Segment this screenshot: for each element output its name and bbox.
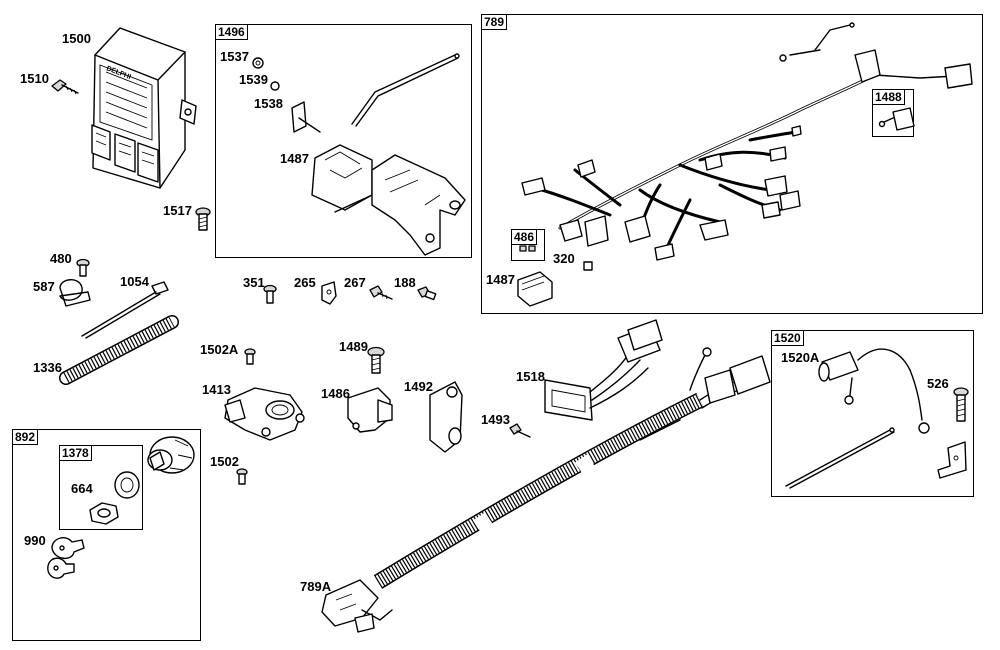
group-box-1520: 1520	[771, 330, 974, 497]
callout-1518: 1518	[516, 369, 545, 384]
callout-789A: 789A	[300, 579, 332, 594]
callout-1336: 1336	[33, 360, 62, 375]
callout-1537: 1537	[220, 49, 249, 64]
screw-188	[417, 286, 437, 301]
callout-1487-connector: 1487	[486, 272, 515, 287]
connector-1488	[878, 107, 915, 131]
callout-1492: 1492	[404, 379, 433, 394]
sensor-1492	[429, 381, 463, 453]
callout-1413: 1413	[202, 382, 231, 397]
group-label-1488: 1488	[872, 89, 905, 105]
cable-tie-1054	[81, 281, 169, 339]
group-label-1496: 1496	[215, 24, 248, 40]
group-label-789: 789	[481, 14, 508, 30]
clip-265	[321, 281, 337, 305]
screw-1502	[236, 468, 248, 485]
group-label-1520: 1520	[771, 330, 804, 346]
bolt-1517	[195, 207, 211, 231]
group-label-486: 486	[511, 229, 538, 245]
callout-1539: 1539	[239, 72, 268, 87]
connector-1487	[517, 271, 553, 307]
group-box-1488: 1488	[872, 89, 914, 137]
group-box-1378: 1378	[59, 445, 143, 530]
clamp-587	[59, 279, 91, 307]
callout-1489: 1489	[339, 339, 368, 354]
callout-1520A: 1520A	[781, 350, 820, 365]
callout-1054: 1054	[120, 274, 149, 289]
callout-1493: 1493	[481, 412, 510, 427]
screw-1510	[51, 79, 79, 95]
bracket-assembly-1496	[252, 53, 466, 256]
callout-1538: 1538	[254, 96, 283, 111]
callout-351: 351	[243, 275, 265, 290]
callout-587: 587	[33, 279, 55, 294]
conduit-1336	[59, 315, 179, 385]
callout-265: 265	[294, 275, 316, 290]
callout-1502: 1502	[210, 454, 239, 469]
screw-480	[76, 258, 90, 277]
callout-188: 188	[394, 275, 416, 290]
nut-664	[89, 471, 140, 525]
sensor-1413	[224, 387, 305, 441]
callout-1500: 1500	[62, 31, 91, 46]
bolt-526	[937, 387, 969, 479]
wiring-harness-789	[521, 22, 973, 261]
main-harness-789A	[321, 347, 771, 633]
callout-1487-bracket: 1487	[280, 151, 309, 166]
group-box-789: 789	[481, 14, 983, 314]
callout-1517: 1517	[163, 203, 192, 218]
screw-267	[369, 285, 393, 300]
callout-1510: 1510	[20, 71, 49, 86]
group-box-1496: 1496	[215, 24, 472, 258]
sensor-1486	[347, 387, 393, 433]
ecu-module-1500: DELPHI	[91, 27, 197, 189]
callout-664: 664	[71, 481, 93, 496]
callout-320: 320	[553, 251, 575, 266]
group-label-892: 892	[12, 429, 39, 445]
screw-1493	[509, 423, 531, 438]
callout-990: 990	[24, 533, 46, 548]
group-label-1378: 1378	[59, 445, 92, 461]
terminal-320	[583, 261, 593, 271]
callout-267: 267	[344, 275, 366, 290]
screw-1502A	[244, 348, 256, 365]
sensor-1520A	[785, 348, 930, 489]
bolt-1489	[367, 346, 385, 374]
keys-990	[47, 537, 85, 579]
callout-1486: 1486	[321, 386, 350, 401]
callout-1502A: 1502A	[200, 342, 239, 357]
socket-1518	[544, 319, 663, 421]
screw-351	[263, 284, 277, 304]
terminal-486	[519, 245, 536, 252]
group-box-892: 892	[12, 429, 201, 641]
group-box-486: 486	[511, 229, 545, 261]
callout-480: 480	[50, 251, 72, 266]
ignition-switch-892	[147, 436, 195, 474]
callout-526: 526	[927, 376, 949, 391]
